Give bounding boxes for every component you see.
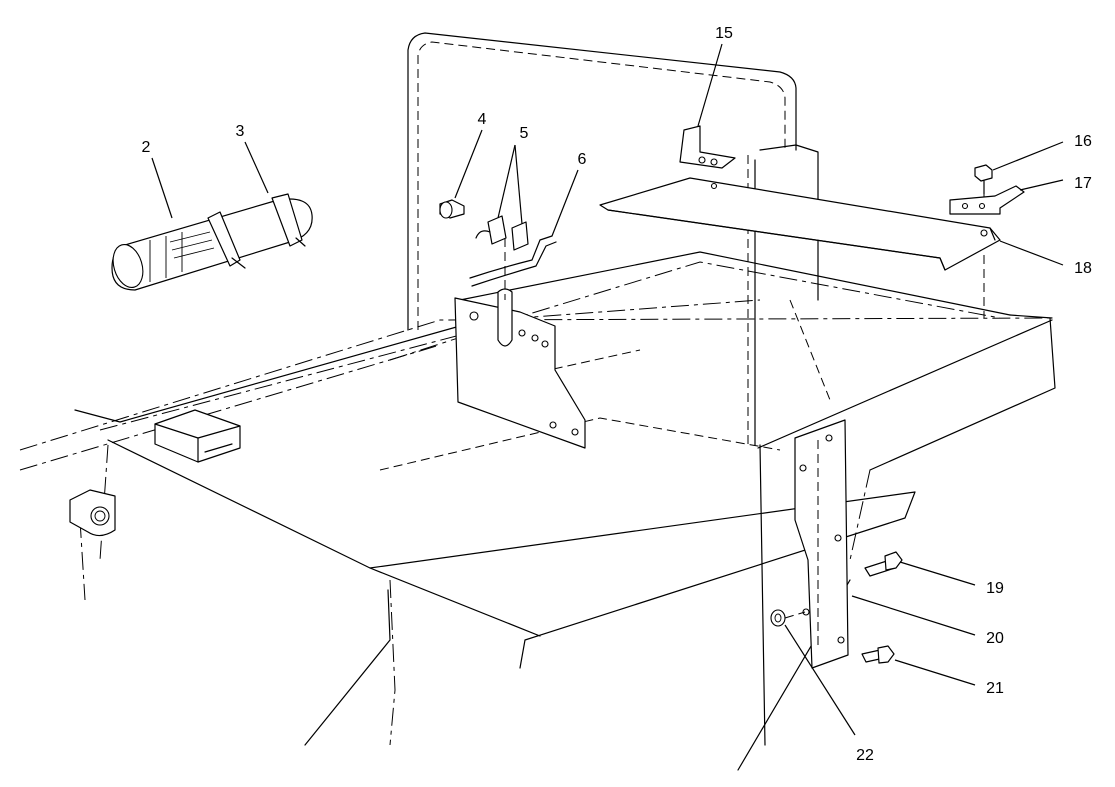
center-plate	[454, 288, 586, 449]
leader-17	[1019, 179, 1064, 191]
leader-3	[244, 141, 269, 194]
leader-15	[697, 43, 723, 127]
bolt-part-4	[439, 199, 465, 219]
callout-17: 17	[1074, 175, 1092, 192]
leader-5b	[514, 144, 523, 225]
leader-lines	[151, 43, 1064, 736]
eye-bracket	[69, 489, 116, 537]
callout-19: 19	[986, 580, 1004, 597]
leader-4	[454, 129, 483, 199]
callout-16: 16	[1074, 133, 1092, 150]
callout-labels: 2 3 4 5 6 15 16 17 18 19 20 21 22	[142, 25, 1092, 764]
leader-5a	[497, 144, 516, 219]
leader-6	[551, 169, 579, 237]
bolt-part-21	[861, 645, 895, 664]
callout-3: 3	[236, 123, 245, 140]
leader-16	[992, 141, 1064, 171]
clips-part-5	[475, 215, 529, 251]
callout-22: 22	[856, 747, 874, 764]
rail-clip	[154, 409, 241, 463]
bolt-part-19	[864, 551, 903, 577]
leader-18	[999, 240, 1064, 266]
leader-19	[899, 561, 976, 586]
callout-15: 15	[715, 25, 733, 42]
washer-part-22	[770, 609, 806, 627]
plate-part-18	[599, 177, 1001, 318]
callout-4: 4	[478, 111, 487, 128]
callout-18: 18	[1074, 260, 1092, 277]
cylinder-part-2	[111, 193, 313, 291]
callout-6: 6	[578, 151, 587, 168]
clip-part-17	[949, 185, 1025, 215]
bed-frame	[19, 251, 1056, 771]
bracket-part-20	[794, 419, 849, 669]
callout-20: 20	[986, 630, 1004, 647]
leader-2	[151, 157, 173, 219]
callout-5: 5	[520, 125, 529, 142]
callout-2: 2	[142, 139, 151, 156]
leader-20	[851, 595, 976, 636]
leader-21	[894, 659, 976, 686]
callout-21: 21	[986, 680, 1004, 697]
rod-part-6	[469, 235, 557, 300]
bracket-part-15	[679, 125, 736, 169]
leader-22	[784, 624, 856, 736]
